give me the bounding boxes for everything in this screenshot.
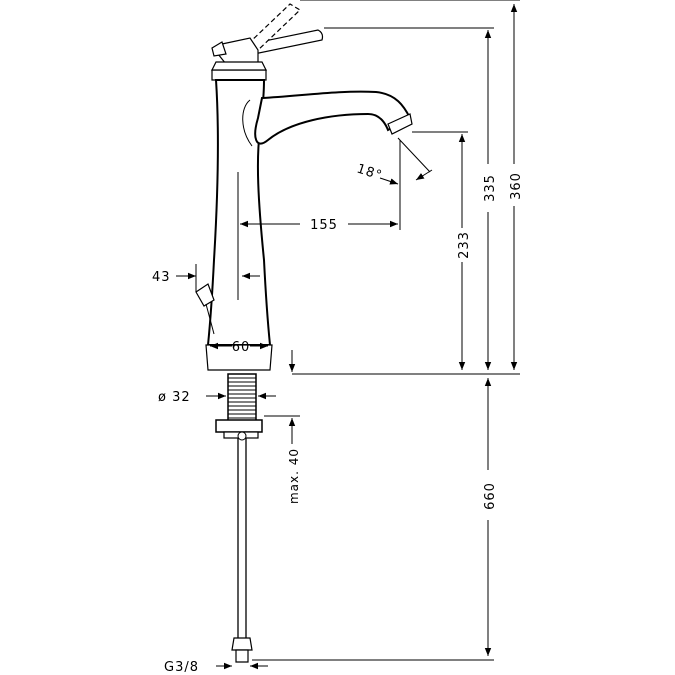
- faucet-outline: [195, 3, 413, 663]
- dim-label-155: 155: [310, 218, 338, 233]
- spout: [254, 90, 412, 145]
- dim-label-43: 43: [152, 270, 171, 285]
- dim-label-360: 360: [509, 172, 524, 200]
- lever-alt-position: [247, 3, 301, 53]
- cap-ring: [211, 69, 267, 81]
- dim-label-thread-diameter: ø 32: [158, 390, 191, 405]
- dimension-lines: [176, 0, 520, 670]
- mounting-nut: [215, 419, 263, 433]
- spout-tip: [387, 113, 413, 135]
- popup-rod: [195, 283, 215, 307]
- dim-label-max-thickness: max. 40: [287, 448, 301, 504]
- hose-fitting: [231, 637, 253, 651]
- lever-handle: [249, 29, 324, 55]
- dim-label-660: 660: [483, 482, 498, 510]
- threaded-shank: [227, 373, 257, 423]
- dim-label-connection: G3/8: [164, 660, 199, 675]
- dim-label-60: 60: [232, 340, 251, 355]
- supply-hose: [237, 431, 247, 640]
- dim-label-18-degrees: 18°: [355, 162, 384, 184]
- dim-label-335: 335: [483, 174, 498, 202]
- dim-label-233: 233: [457, 231, 472, 259]
- base-foot: [205, 344, 273, 371]
